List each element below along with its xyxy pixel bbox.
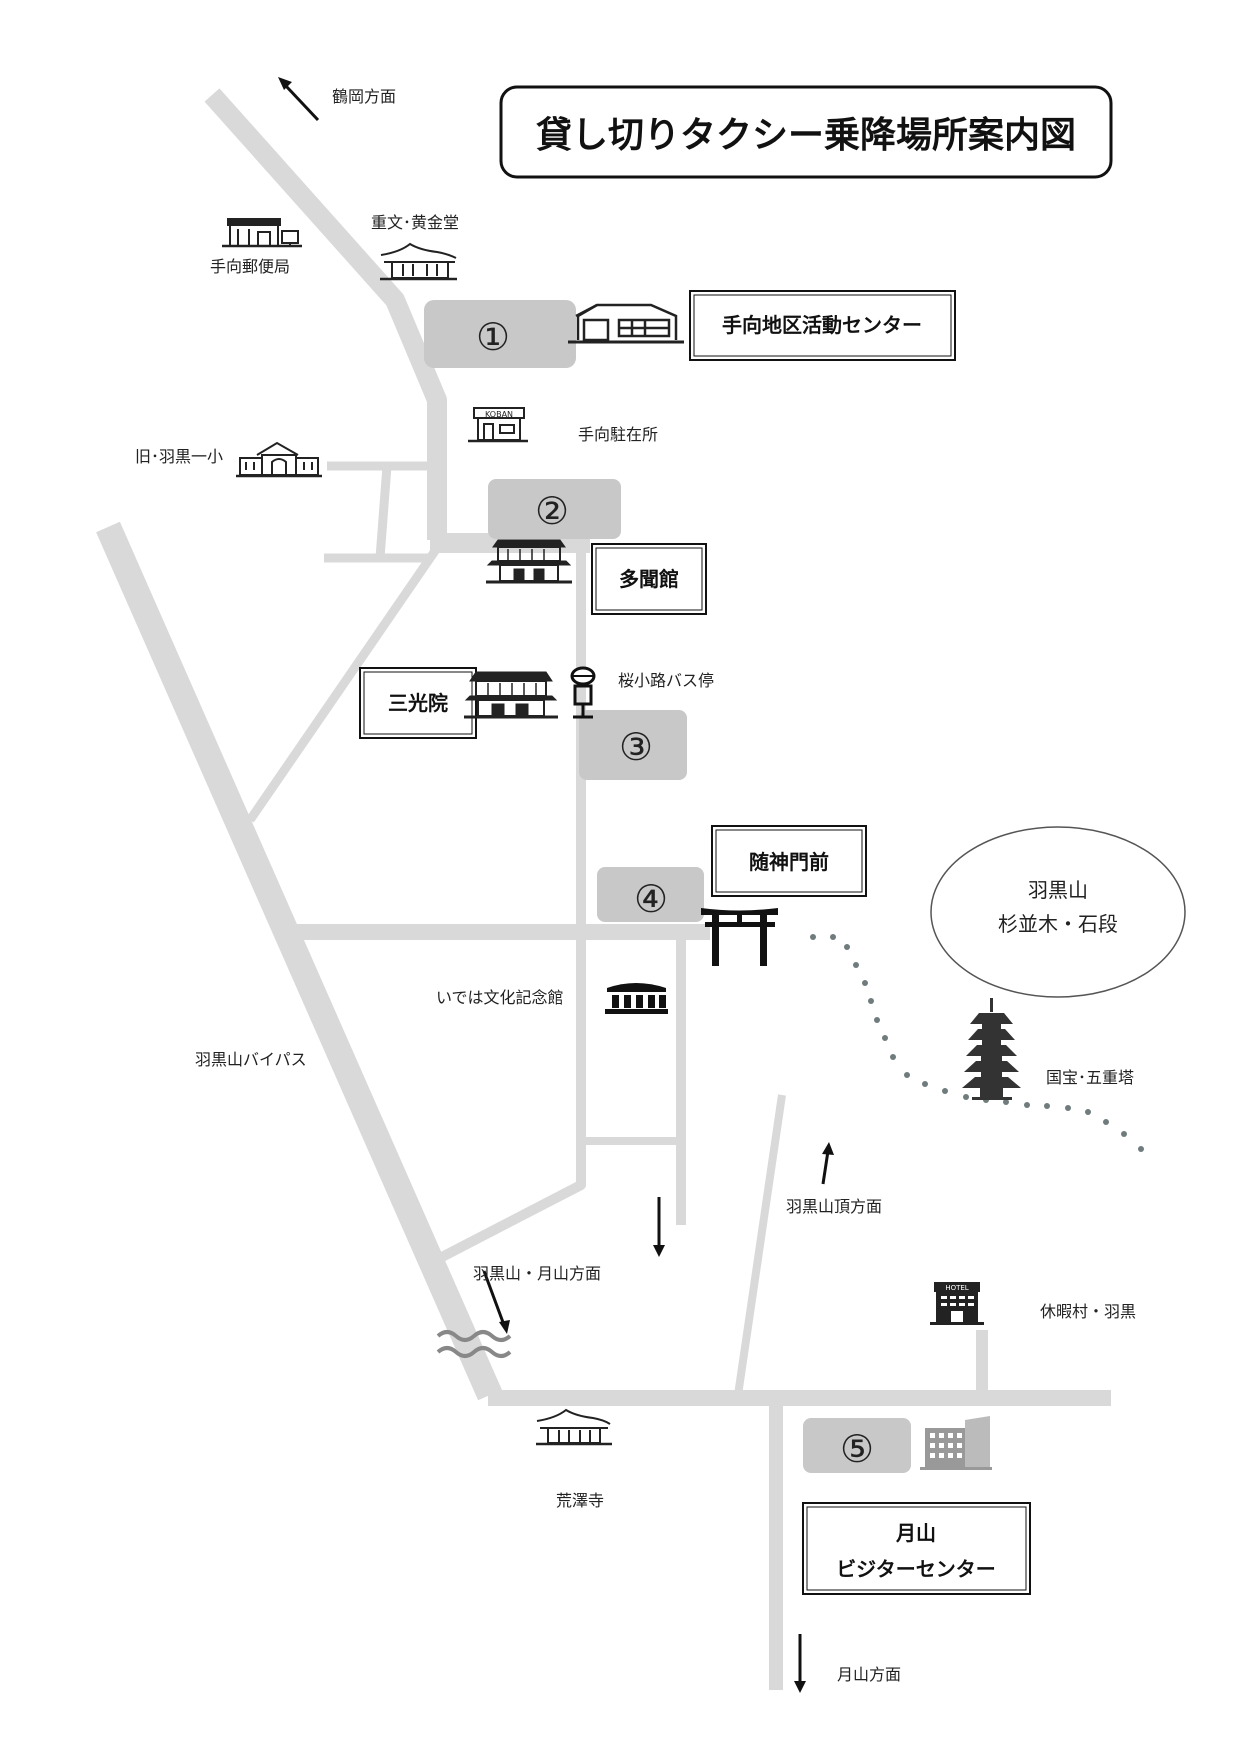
label-kyukamura: 休暇村・羽黒 xyxy=(1040,1302,1136,1321)
bus-stop-icon xyxy=(570,666,596,719)
hotel-sign-text: HOTEL xyxy=(945,1284,968,1292)
stop-marker-5: ⑤ xyxy=(803,1418,911,1473)
arrow-summit-icon xyxy=(821,1142,834,1185)
road-summit xyxy=(734,1094,786,1396)
label-kogane-do: 重文･黄金堂 xyxy=(371,213,459,232)
road-branch-school-south xyxy=(375,465,392,559)
label-old-school: 旧･羽黒一小 xyxy=(135,447,223,466)
mountain-label-2: 杉並木・石段 xyxy=(998,912,1118,936)
school-icon xyxy=(236,441,322,478)
label-haguro-gassan: 羽黒山・月山方面 xyxy=(473,1264,601,1283)
arrow-gassan-icon xyxy=(794,1634,806,1693)
road-diagonal-west xyxy=(246,545,441,823)
haguro-mountain-area: 羽黒山 杉並木・石段 xyxy=(930,826,1186,998)
stop-number: ④ xyxy=(634,877,668,921)
stop-marker-4: ④ xyxy=(597,867,704,922)
museum-icon xyxy=(605,983,668,1014)
stop-name-line2: ビジターセンター xyxy=(836,1557,996,1581)
road-tamonkan-south xyxy=(437,543,586,1263)
police-box-icon: KOBAN xyxy=(468,407,528,443)
river-icon xyxy=(436,1330,512,1358)
label-gassan-dir: 月山方面 xyxy=(837,1665,901,1684)
arrow-tsuruoka-icon xyxy=(278,77,320,122)
stop-name: 手向地区活動センター xyxy=(722,313,922,337)
temple-lodging-icon xyxy=(464,671,558,719)
stone-steps-trail xyxy=(810,934,1144,1152)
stop-number: ⑤ xyxy=(840,1427,874,1471)
stop-box-5: 月山 ビジターセンター xyxy=(802,1502,1031,1595)
stop-number: ③ xyxy=(619,725,653,769)
stop-box-2: 多聞館 xyxy=(591,543,707,615)
stop-marker-2: ② xyxy=(488,479,621,539)
label-bus-stop: 桜小路バス停 xyxy=(618,671,714,690)
stop-number: ① xyxy=(476,315,510,359)
label-police: 手向駐在所 xyxy=(578,425,658,444)
label-ideha: いでは文化記念館 xyxy=(436,988,564,1007)
stop-box-3: 三光院 xyxy=(359,667,477,739)
page-title: 貸し切りタクシー乗降場所案内図 xyxy=(536,115,1076,156)
stop-name: 多聞館 xyxy=(619,567,679,591)
stop-name: 三光院 xyxy=(388,691,448,715)
title-box: 貸し切りタクシー乗降場所案内図 xyxy=(499,85,1113,179)
label-tsuruoka: 鶴岡方面 xyxy=(332,87,396,106)
stop-marker-1: ① xyxy=(424,300,576,368)
stop-name: 随神門前 xyxy=(749,850,829,874)
arrows xyxy=(278,77,834,1693)
label-bypass: 羽黒山バイパス xyxy=(195,1050,307,1069)
visitor-center-building-icon xyxy=(920,1416,992,1470)
stop-name: 月山 xyxy=(895,1521,936,1545)
hotel-icon: HOTEL xyxy=(930,1282,984,1325)
stop-number: ② xyxy=(535,489,569,533)
stop-box-4: 随神門前 xyxy=(711,825,867,897)
stop-box-1: 手向地区活動センター xyxy=(689,290,956,361)
arrow-haguro-gassan-icon xyxy=(482,1270,510,1334)
torii-gate-icon xyxy=(701,908,778,966)
label-arasawa: 荒澤寺 xyxy=(556,1491,604,1510)
mountain-label-1: 羽黒山 xyxy=(1028,878,1088,902)
label-summit: 羽黒山頂方面 xyxy=(786,1197,882,1216)
ryokan-icon xyxy=(486,539,572,584)
arrow-down-ideha-icon xyxy=(653,1197,665,1257)
arasawa-temple-icon xyxy=(536,1408,612,1446)
label-pagoda: 国宝･五重塔 xyxy=(1046,1068,1134,1087)
post-office-icon xyxy=(222,218,302,248)
road-main-north xyxy=(204,88,447,540)
stop-marker-3: ③ xyxy=(579,710,687,780)
road-bypass xyxy=(96,521,502,1401)
temple-icon xyxy=(380,242,457,281)
community-center-icon xyxy=(568,303,684,344)
label-post-office: 手向郵便局 xyxy=(210,257,290,276)
police-sign-text: KOBAN xyxy=(485,410,513,419)
pagoda-icon xyxy=(962,998,1021,1100)
labels: 鶴岡方面 手向郵便局 重文･黄金堂 手向駐在所 旧･羽黒一小 桜小路バス停 いで… xyxy=(135,87,1136,1684)
